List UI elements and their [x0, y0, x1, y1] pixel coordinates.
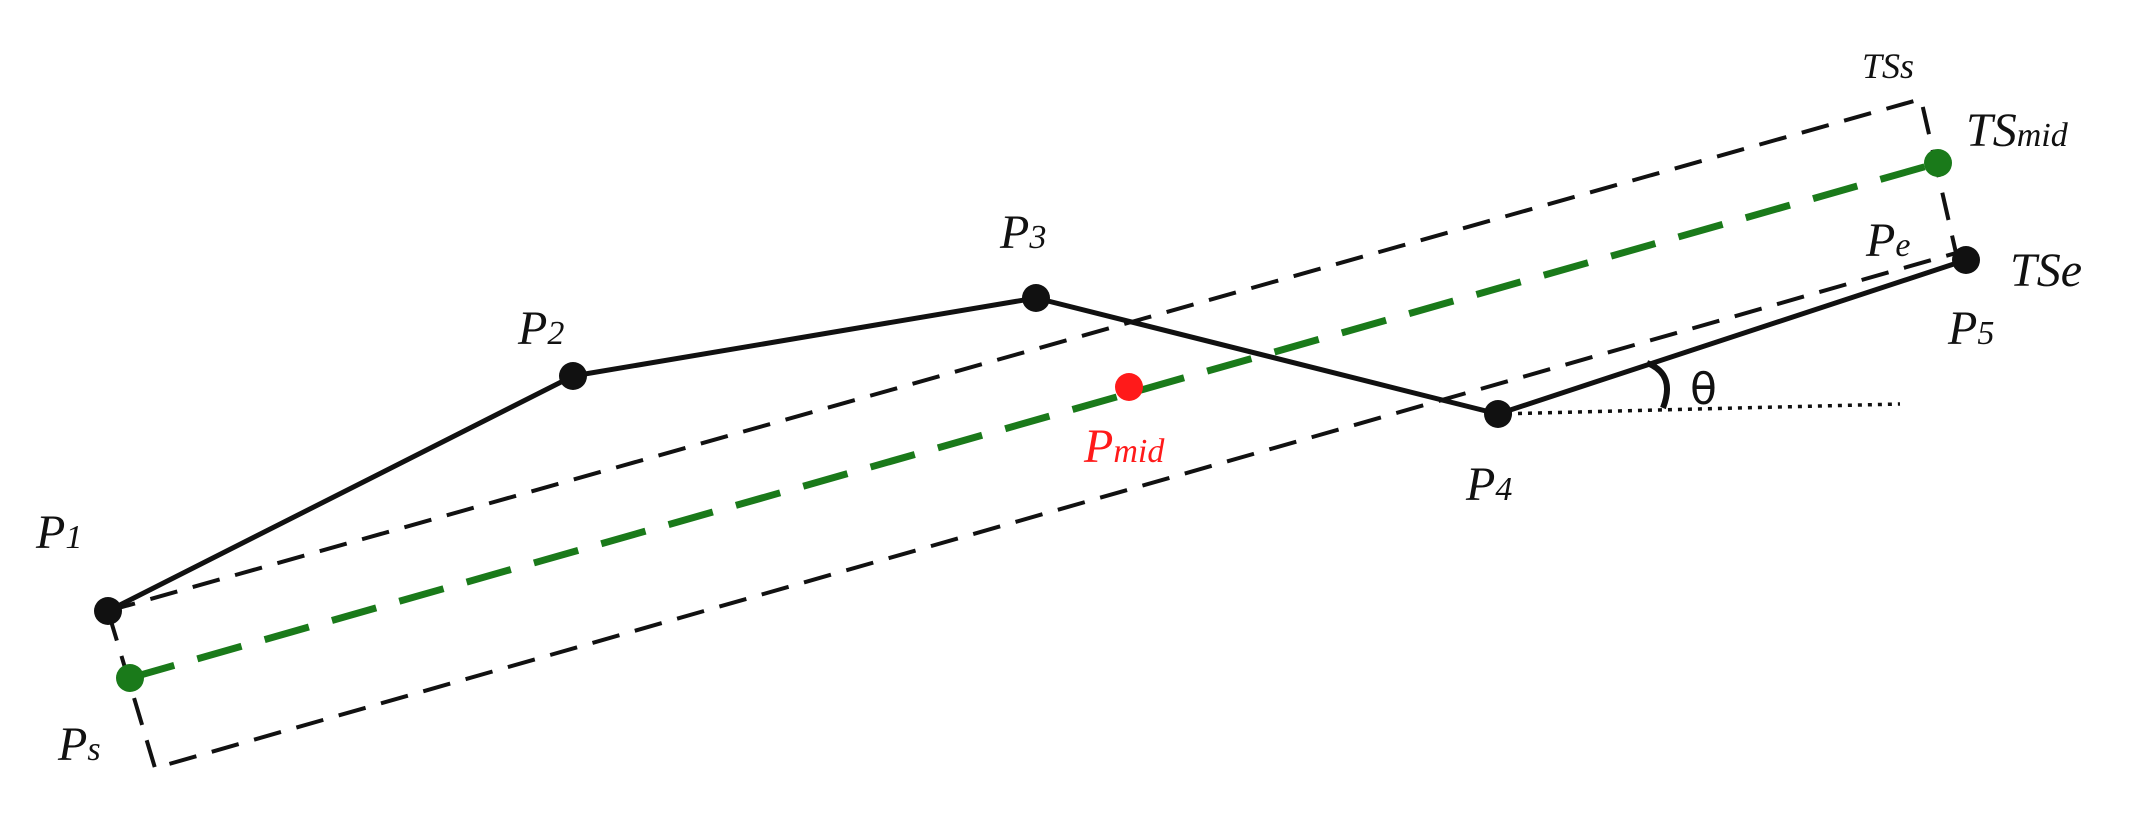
- label-p3: P3: [999, 206, 1046, 259]
- point-pmid: [1115, 373, 1143, 401]
- label-ps: Ps: [57, 718, 101, 771]
- label-pmid: Pmid: [1083, 420, 1165, 473]
- segment-bounding-box: [105, 96, 1959, 771]
- angle-reference-line: [1497, 402, 1901, 416]
- point-tsmid: [1924, 149, 1952, 177]
- point-p1: [94, 597, 122, 625]
- label-p5: P5: [1947, 302, 1994, 355]
- label-theta: θ: [1690, 364, 1717, 415]
- segment-center-line: [129, 159, 1939, 682]
- point-p5: [1952, 246, 1980, 274]
- theta-angle-arc: [1645, 360, 1670, 410]
- point-p2: [559, 362, 587, 390]
- label-pe: Pe: [1865, 214, 1910, 267]
- label-tsmid: TSmid: [1966, 104, 2069, 157]
- label-p4: P4: [1465, 458, 1512, 511]
- label-tss: TSs: [1862, 46, 1914, 86]
- label-p2: P2: [517, 302, 564, 355]
- point-p4: [1484, 400, 1512, 428]
- trajectory-path: [106, 257, 1967, 614]
- point-p3: [1022, 284, 1050, 312]
- label-p1: P1: [35, 506, 82, 559]
- point-ps: [116, 664, 144, 692]
- label-tse: TSe: [2010, 244, 2082, 297]
